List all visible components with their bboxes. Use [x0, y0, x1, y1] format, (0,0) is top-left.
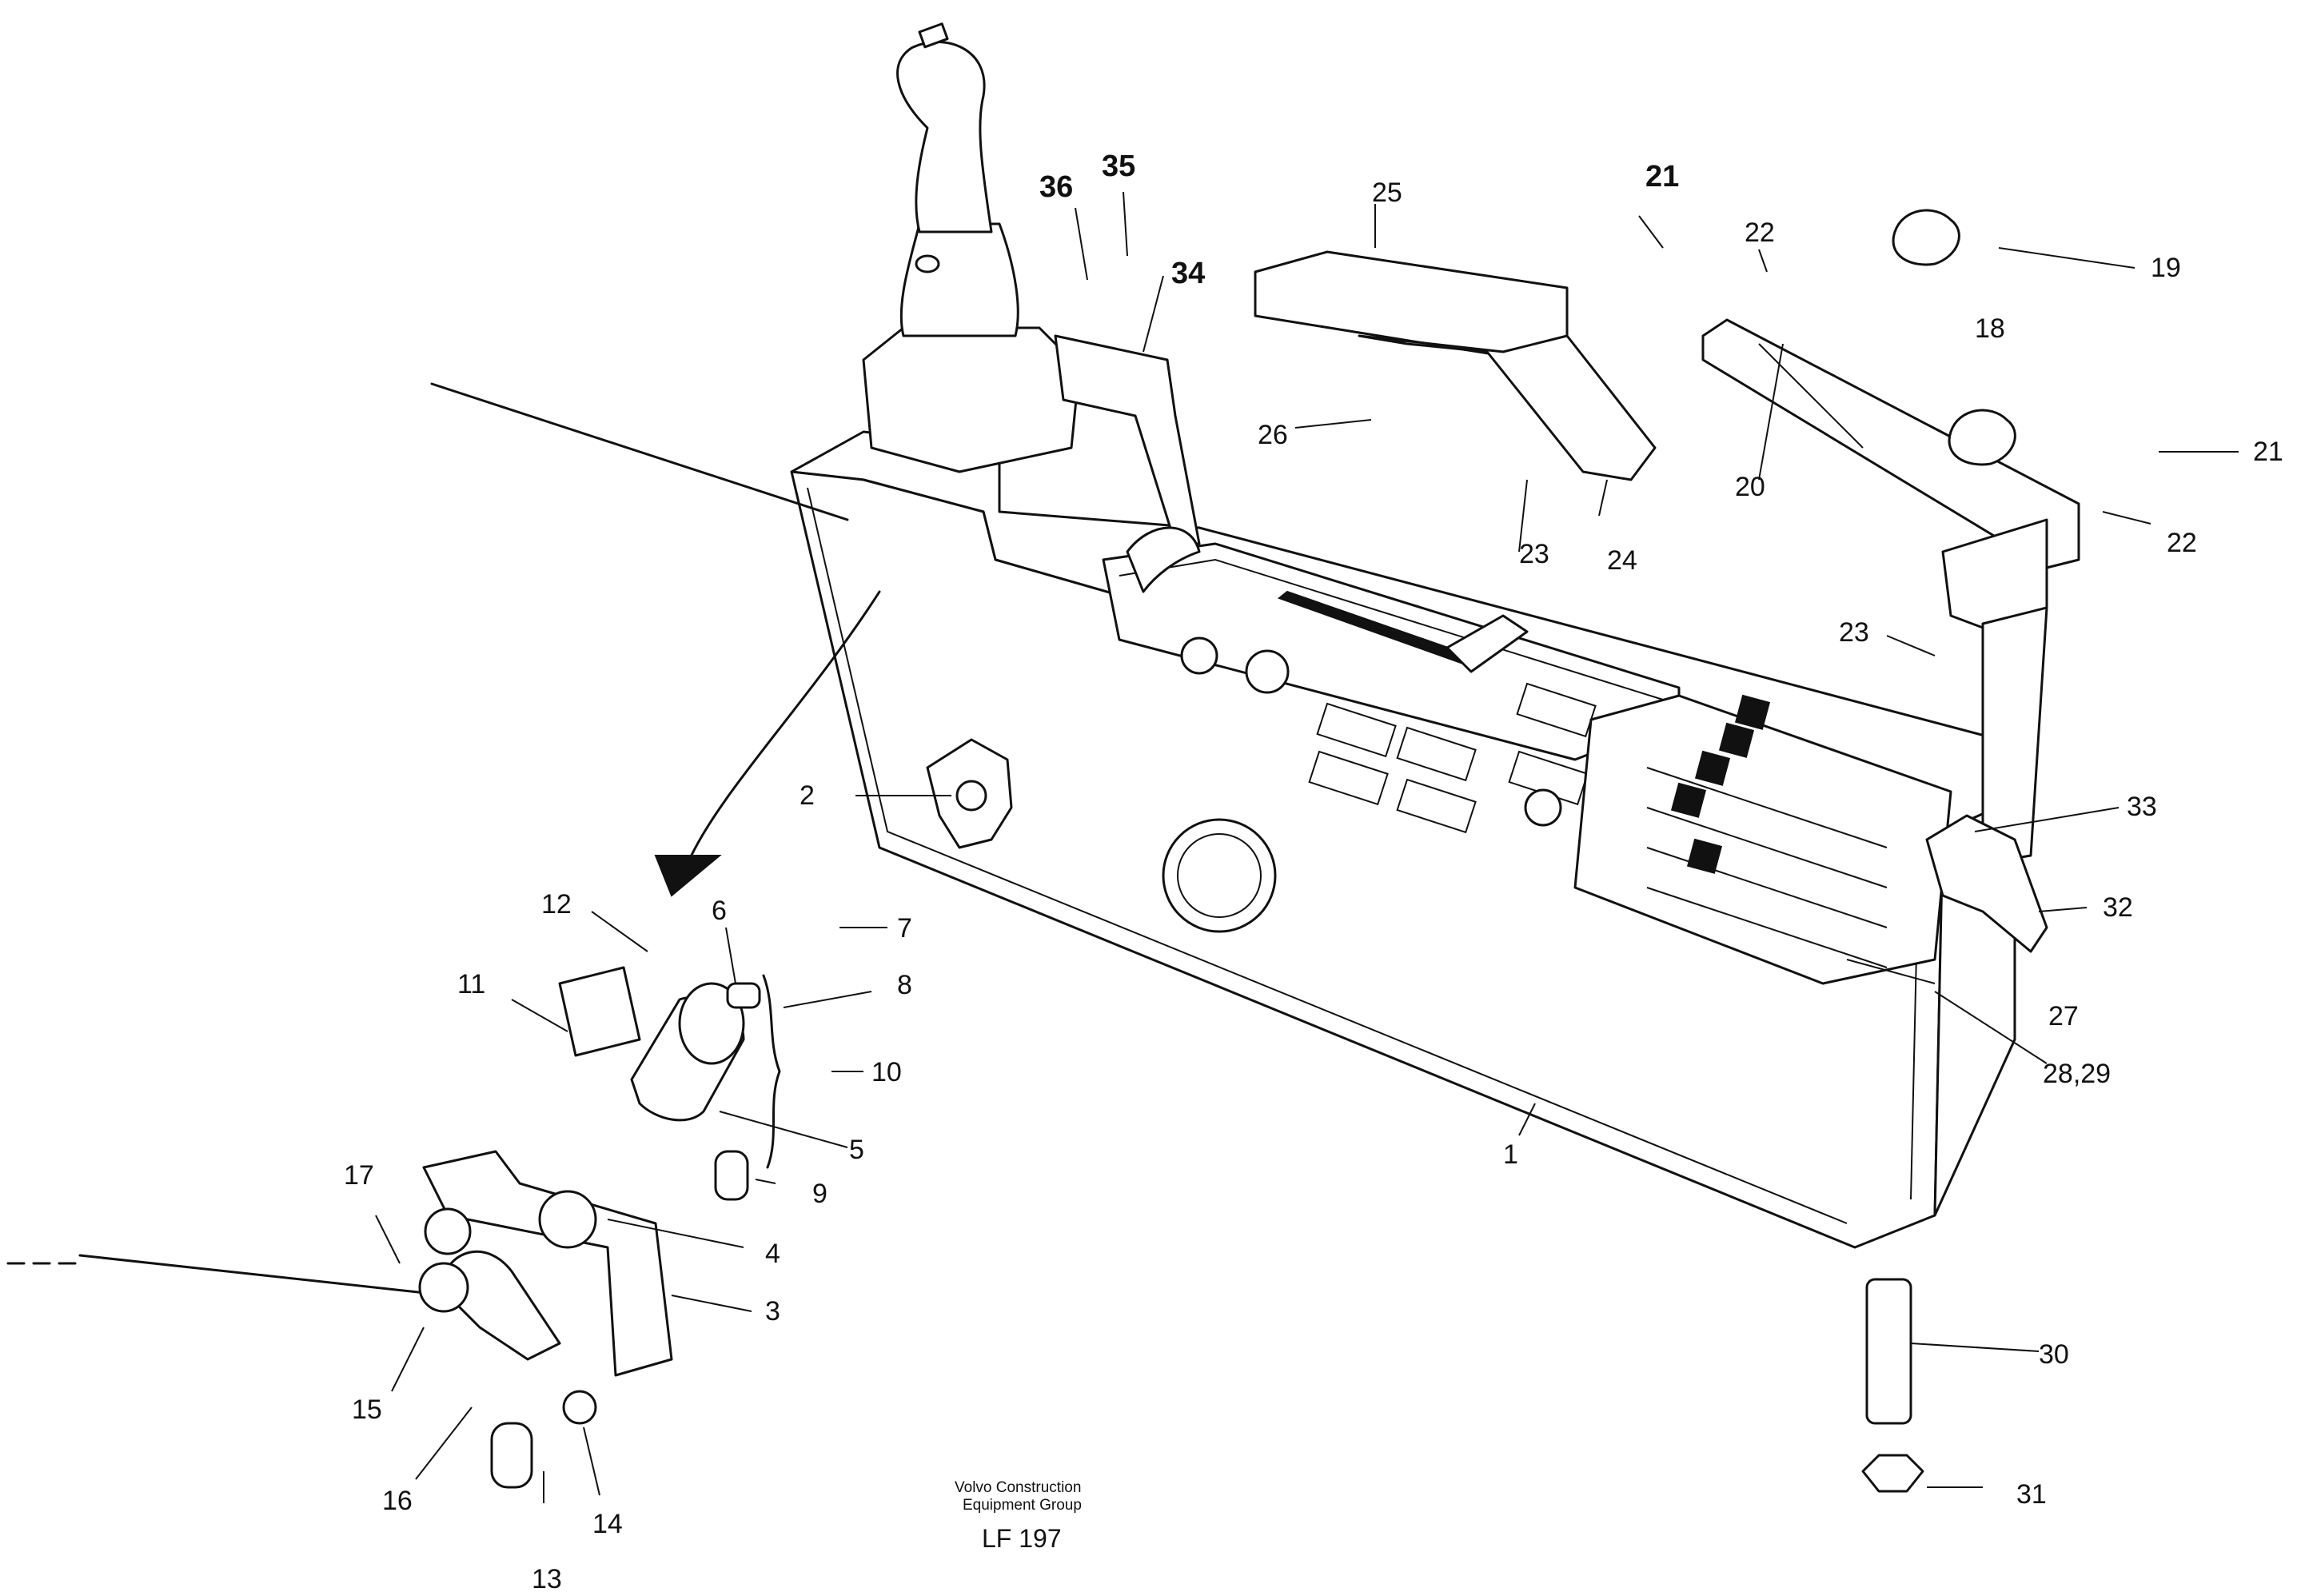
- joystick-assembly: [862, 22, 1081, 473]
- callout-34: 34: [1171, 257, 1205, 290]
- callout-14: 14: [592, 1509, 623, 1539]
- callout-8: 8: [897, 970, 912, 1000]
- explode-arrow-line: [686, 590, 881, 865]
- cable-lower: [78, 1254, 449, 1297]
- callout-19: 19: [2151, 253, 2181, 283]
- callout-22-top: 22: [1745, 217, 1775, 248]
- callout-33: 33: [2127, 792, 2157, 822]
- callout-11: 11: [457, 969, 485, 999]
- callout-6: 6: [712, 896, 727, 926]
- knob-19-top: [1892, 209, 1960, 266]
- callout-18: 18: [1975, 313, 2005, 344]
- callout-4: 4: [765, 1239, 780, 1269]
- callout-24: 24: [1607, 545, 1637, 576]
- drawing-footer: Volvo Construction Equipment Group LF 19…: [955, 1479, 1082, 1553]
- console-housing: [790, 430, 2016, 1249]
- handle-32: [1925, 814, 2048, 953]
- drawing-code: LF 197: [982, 1524, 1062, 1553]
- callout-2: 2: [800, 780, 815, 811]
- callout-23-bracket: 23: [1839, 617, 1869, 648]
- company-name-line1: Volvo Construction: [955, 1479, 1081, 1496]
- leader-lines: [375, 191, 2239, 1503]
- nut-31: [1861, 1454, 1924, 1493]
- callout-22-right: 22: [2167, 528, 2197, 558]
- callout-10: 10: [871, 1057, 902, 1087]
- callout-3: 3: [765, 1296, 780, 1327]
- callout-1: 1: [1503, 1139, 1518, 1170]
- explode-arrow-head: [654, 855, 722, 897]
- callout-23-armrest: 23: [1519, 539, 1549, 569]
- callout-7: 7: [897, 913, 912, 944]
- callout-27: 27: [2048, 1001, 2079, 1031]
- knob-19-lower: [1948, 409, 2016, 466]
- callout-31: 31: [2016, 1479, 2047, 1510]
- callout-15: 15: [352, 1395, 382, 1425]
- callout-17: 17: [344, 1160, 374, 1191]
- bracket-34: [1054, 334, 1201, 545]
- spacer-30: [1865, 1278, 1912, 1425]
- armrest-assembly: [1254, 250, 1657, 481]
- callout-35: 35: [1102, 150, 1135, 183]
- cable-upper: [430, 382, 849, 521]
- company-name-line2: Equipment Group: [963, 1497, 1082, 1514]
- callout-20: 20: [1735, 472, 1765, 502]
- callout-21-right: 21: [2253, 437, 2283, 467]
- callout-labels: 1 2 3 4 5 6 7 8 9 10 11 12 13 14 15 16 1…: [344, 150, 2283, 1594]
- callout-32: 32: [2103, 892, 2133, 923]
- callout-30: 30: [2039, 1339, 2069, 1370]
- callout-5: 5: [849, 1135, 864, 1165]
- wing-handle: [1126, 526, 1201, 593]
- callout-13: 13: [532, 1564, 562, 1594]
- callout-9: 9: [812, 1179, 827, 1209]
- callout-16: 16: [382, 1486, 413, 1516]
- callout-25: 25: [1372, 178, 1402, 208]
- callout-36: 36: [1039, 170, 1073, 204]
- callout-28-29: 28,29: [2043, 1059, 2111, 1089]
- callout-21-top: 21: [1645, 160, 1679, 194]
- callout-12: 12: [541, 889, 572, 920]
- callout-26: 26: [1258, 420, 1288, 450]
- switch-assembly: [418, 966, 781, 1489]
